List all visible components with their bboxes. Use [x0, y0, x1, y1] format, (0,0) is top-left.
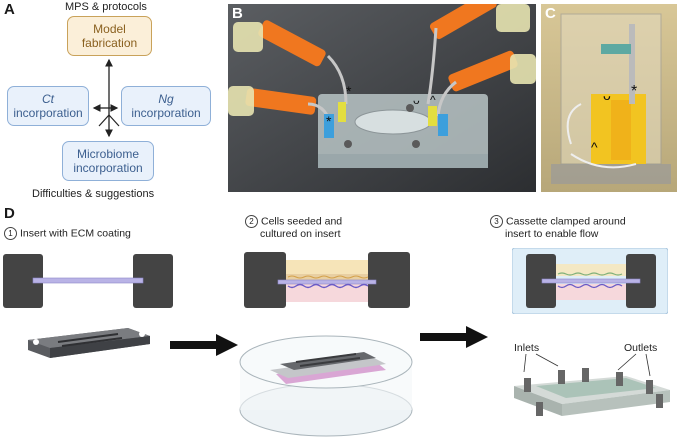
model-fabrication-box: Model fabrication [67, 16, 152, 56]
panel-a-connector-arrows [92, 58, 120, 138]
svg-text:^: ^ [430, 93, 436, 107]
petri-dish-render [239, 335, 413, 437]
insert-3d-render [28, 328, 150, 358]
device-photo-illustration: * * ᴗ ^ [228, 4, 536, 192]
outlets-label: Outlets [624, 342, 658, 354]
step-2-line1: Cells seeded and [261, 215, 343, 228]
microbiome-box-line2: incorporation [73, 161, 143, 175]
process-arrow-2 [420, 326, 488, 348]
cassette-3d-render [514, 368, 670, 416]
panel-c-letter: C [545, 5, 556, 22]
svg-text:ᴗ: ᴗ [413, 93, 420, 107]
ct-incorporation-box: Ct incorporation [7, 86, 89, 126]
step-3-number: 3 [490, 215, 503, 228]
panel-b-letter: B [232, 5, 243, 22]
step-3-line2: insert to enable flow [505, 228, 599, 240]
panel-a-letter: A [4, 1, 15, 18]
ct-box-line2: incorporation [13, 106, 83, 120]
process-arrow-1 [170, 334, 238, 356]
panel-b-device-photo: * * ᴗ ^ [228, 4, 536, 192]
microbiome-incorporation-box: Microbiome incorporation [62, 141, 154, 181]
step-1-text: Insert with ECM coating [20, 227, 131, 240]
model-box-line2: fabrication [81, 36, 138, 50]
svg-text:*: * [631, 83, 637, 100]
panel-d-letter: D [4, 205, 15, 222]
step-2-cross-section [244, 252, 410, 308]
svg-text:*: * [326, 113, 332, 129]
step-2-line2: cultured on insert [260, 228, 341, 240]
ng-box-line1: Ng [158, 92, 174, 106]
inlets-label: Inlets [514, 342, 540, 354]
step-3-line1: Cassette clamped around [506, 215, 626, 228]
ng-incorporation-box: Ng incorporation [121, 86, 211, 126]
step-1-number: 1 [4, 227, 17, 240]
microbiome-box-line1: Microbiome [76, 147, 139, 161]
step-3-cross-section [512, 248, 668, 314]
inlet-outlet-leader-lines [523, 353, 651, 377]
svg-text:^: ^ [591, 139, 598, 155]
svg-text:ᴗ: ᴗ [603, 87, 611, 103]
step-2-number: 2 [245, 215, 258, 228]
panel-c-incubator-photo: ᴗ * ^ [541, 4, 677, 192]
step-1-cross-section [3, 254, 173, 308]
model-box-line1: Model [93, 22, 126, 36]
panel-a-top-caption: MPS & protocols [65, 1, 147, 13]
panel-a-bottom-caption: Difficulties & suggestions [32, 188, 155, 200]
incubator-photo-illustration: ᴗ * ^ [541, 4, 677, 192]
svg-text:*: * [346, 83, 352, 99]
ct-box-line1: Ct [42, 92, 54, 106]
ng-box-line2: incorporation [131, 106, 201, 120]
